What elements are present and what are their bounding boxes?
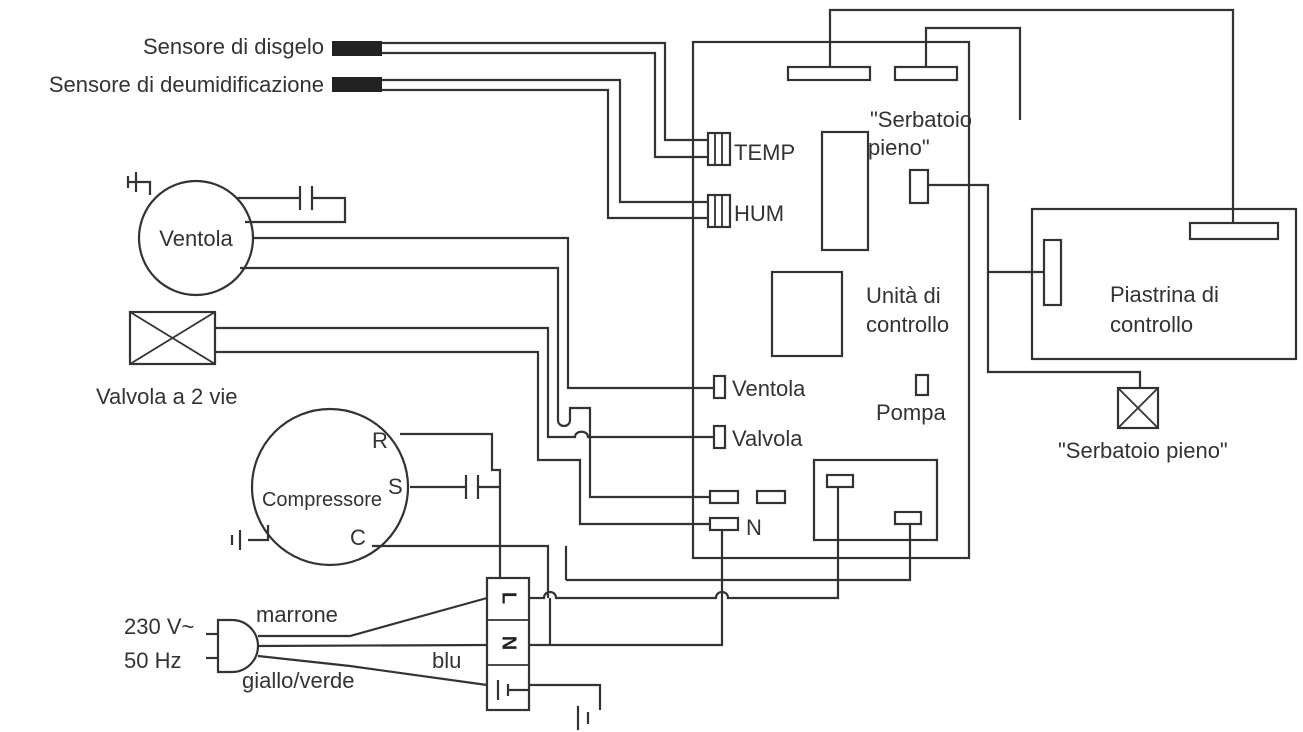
wire-yellow-green-label: giallo/verde bbox=[242, 668, 355, 693]
compressor-label: Compressore bbox=[262, 489, 382, 511]
valve-label: Valvola a 2 vie bbox=[96, 384, 237, 409]
connector-top-2 bbox=[893, 65, 959, 82]
aux-conn-2 bbox=[755, 489, 787, 505]
terminal-n-label: N bbox=[498, 636, 520, 650]
wire-brown-label: marrone bbox=[256, 602, 338, 627]
fan-label: Ventola bbox=[159, 226, 233, 251]
tank-full-switch-label: "Serbatoio pieno" bbox=[1058, 438, 1228, 463]
tank-full-label-line1: "Serbatoio bbox=[870, 107, 972, 132]
transformer-block bbox=[770, 270, 844, 358]
voltage-label: 230 V~ bbox=[124, 614, 194, 639]
temp-port-label: TEMP bbox=[734, 140, 795, 165]
pump-connector bbox=[914, 373, 930, 397]
terminal-l-label: L bbox=[498, 592, 520, 604]
dehum-sensor bbox=[332, 77, 382, 92]
pump-label: Pompa bbox=[876, 400, 946, 425]
valve-port-label: Valvola bbox=[732, 426, 803, 451]
control-unit-label-line1: Unità di bbox=[866, 283, 941, 308]
wire-blue-label: blu bbox=[432, 648, 461, 673]
connector-top-1 bbox=[786, 65, 872, 82]
hum-connector bbox=[706, 193, 732, 229]
defrost-sensor-label: Sensore di disgelo bbox=[143, 34, 324, 59]
board-connector-top bbox=[1188, 221, 1280, 241]
tank-full-label-line2: pieno" bbox=[868, 135, 930, 160]
n-connector bbox=[708, 516, 740, 532]
fan-connector bbox=[712, 374, 727, 400]
power-conn-2 bbox=[893, 510, 923, 526]
compressor-motor bbox=[250, 407, 410, 567]
power-plug bbox=[216, 618, 260, 674]
terminal-c-label: C bbox=[350, 525, 366, 550]
terminal-r-label: R bbox=[372, 428, 388, 453]
power-conn-1 bbox=[825, 473, 855, 489]
relay-block bbox=[820, 130, 870, 252]
control-board-label-line2: controllo bbox=[1110, 312, 1193, 337]
board-connector-left bbox=[1042, 238, 1063, 307]
valve-connector bbox=[712, 424, 727, 450]
hum-port-label: HUM bbox=[734, 201, 784, 226]
control-board-label-line1: Piastrina di bbox=[1110, 282, 1219, 307]
terminal-s-label: S bbox=[388, 474, 403, 499]
frequency-label: 50 Hz bbox=[124, 648, 181, 673]
control-unit-label-line2: controllo bbox=[866, 312, 949, 337]
dehum-sensor-label: Sensore di deumidificazione bbox=[49, 72, 324, 97]
temp-connector bbox=[706, 131, 732, 167]
power-section bbox=[812, 458, 939, 542]
n-port-label: N bbox=[746, 515, 762, 540]
aux-conn-1 bbox=[708, 489, 740, 505]
fan-port-label: Ventola bbox=[732, 376, 806, 401]
tank-full-connector bbox=[908, 168, 930, 205]
defrost-sensor bbox=[332, 41, 382, 56]
